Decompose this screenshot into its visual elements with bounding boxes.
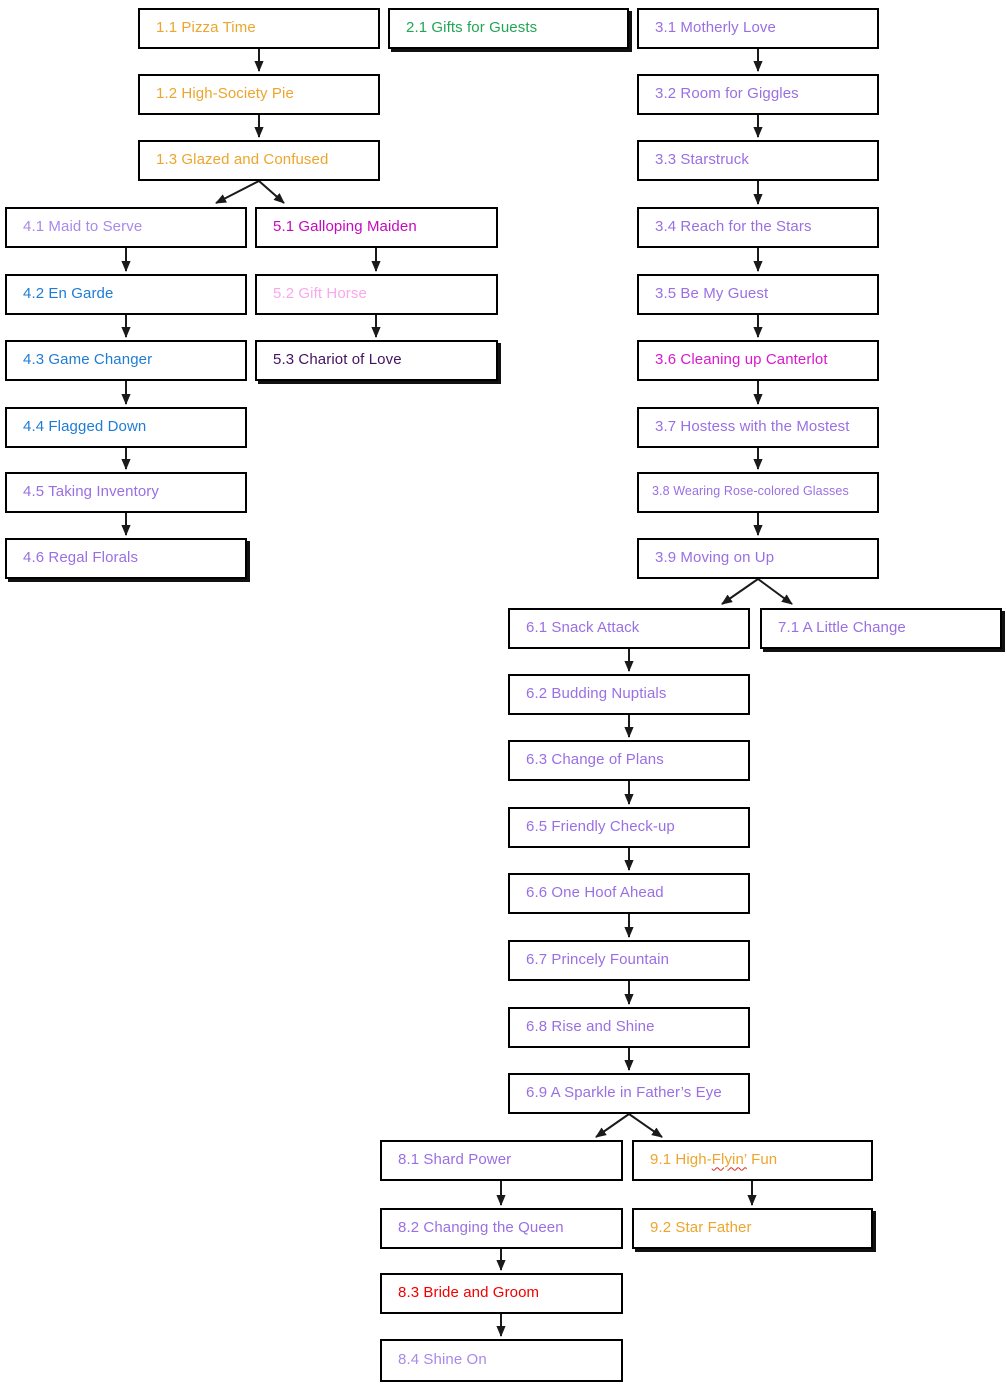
flowchart-node-1.3: 1.3 Glazed and Confused [138,140,380,181]
node-label: 3.6 Cleaning up Canterlot [655,350,828,368]
flowchart-node-6.9: 6.9 A Sparkle in Father’s Eye [508,1073,750,1114]
flowchart-node-3.6: 3.6 Cleaning up Canterlot [637,340,879,381]
node-label: 8.2 Changing the Queen [398,1218,564,1236]
node-label: 8.4 Shine On [398,1350,487,1368]
node-label: 1.1 Pizza Time [156,18,256,36]
flowchart-node-8.3: 8.3 Bride and Groom [380,1273,623,1314]
flowchart-node-8.4: 8.4 Shine On [380,1339,623,1382]
node-label: 4.6 Regal Florals [23,548,139,566]
node-label: 4.3 Game Changer [23,350,153,368]
node-label: 5.3 Chariot of Love [273,350,402,368]
node-label: 2.1 Gifts for Guests [406,18,538,36]
node-label: 9.1 High-Flyin’ Fun [650,1150,778,1168]
node-label: 8.3 Bride and Groom [398,1283,540,1301]
flowchart-node-5.1: 5.1 Galloping Maiden [255,207,498,248]
flowchart-node-5.3: 5.3 Chariot of Love [255,340,498,381]
flowchart-node-6.8: 6.8 Rise and Shine [508,1007,750,1048]
arrow-3.9-to-7.1 [757,578,793,605]
flowchart-node-9.2: 9.2 Star Father [632,1208,873,1249]
node-label: 3.2 Room for Giggles [655,84,799,102]
node-label: 6.2 Budding Nuptials [526,684,667,702]
node-label: 3.1 Motherly Love [655,18,776,36]
node-label: 5.1 Galloping Maiden [273,217,417,235]
spellcheck-squiggle-word: Flyin’ [711,1150,747,1168]
arrow-6.9-to-8.1 [595,1113,630,1138]
flowchart-node-4.5: 4.5 Taking Inventory [5,472,247,513]
flowchart-node-4.4: 4.4 Flagged Down [5,407,247,448]
flowchart-node-3.3: 3.3 Starstruck [637,140,879,181]
flowchart-node-7.1: 7.1 A Little Change [760,608,1002,649]
flowchart-node-6.1: 6.1 Snack Attack [508,608,750,649]
node-label: 5.2 Gift Horse [273,284,367,302]
flowchart-node-8.1: 8.1 Shard Power [380,1140,623,1181]
node-label: 3.8 Wearing Rose-colored Glasses [652,484,849,498]
arrow-3.9-to-6.1 [721,578,759,605]
flowchart-node-3.7: 3.7 Hostess with the Mostest [637,407,879,448]
flowchart-node-4.1: 4.1 Maid to Serve [5,207,247,248]
flowchart-node-3.5: 3.5 Be My Guest [637,274,879,315]
flowchart-node-5.2: 5.2 Gift Horse [255,274,498,315]
node-label: 4.1 Maid to Serve [23,217,143,235]
flowchart-node-4.6: 4.6 Regal Florals [5,538,247,579]
flowchart-node-8.2: 8.2 Changing the Queen [380,1208,623,1249]
node-label: 3.5 Be My Guest [655,284,769,302]
node-label: 4.5 Taking Inventory [23,482,159,500]
node-label: 3.3 Starstruck [655,150,749,168]
flowchart-node-6.6: 6.6 One Hoof Ahead [508,873,750,914]
node-label: 3.9 Moving on Up [655,548,775,566]
node-label: 6.5 Friendly Check-up [526,817,675,835]
node-label: 4.4 Flagged Down [23,417,147,435]
flowchart-node-6.7: 6.7 Princely Fountain [508,940,750,981]
flowchart-node-3.8: 3.8 Wearing Rose-colored Glasses [637,472,879,513]
flowchart-node-6.3: 6.3 Change of Plans [508,740,750,781]
flowchart-node-6.2: 6.2 Budding Nuptials [508,674,750,715]
node-label: 6.7 Princely Fountain [526,950,670,968]
node-label: 8.1 Shard Power [398,1150,512,1168]
node-label: 3.4 Reach for the Stars [655,217,812,235]
flowchart-node-3.2: 3.2 Room for Giggles [637,74,879,115]
node-label: 6.9 A Sparkle in Father’s Eye [526,1083,722,1101]
node-label: 1.2 High-Society Pie [156,84,294,102]
flowchart-node-3.4: 3.4 Reach for the Stars [637,207,879,248]
node-label: 6.3 Change of Plans [526,750,664,768]
arrow-6.9-to-9.1 [628,1113,663,1138]
flowchart-node-4.2: 4.2 En Garde [5,274,247,315]
node-label: 7.1 A Little Change [778,618,906,636]
flowchart-node-9.1: 9.1 High-Flyin’ Fun [632,1140,873,1181]
arrow-1.3-to-4.1 [215,180,260,204]
arrow-1.3-to-5.1 [258,180,285,204]
flowchart-node-2.1: 2.1 Gifts for Guests [388,8,629,49]
flowchart-node-6.5: 6.5 Friendly Check-up [508,807,750,848]
node-label: 6.8 Rise and Shine [526,1017,655,1035]
node-label: 6.6 One Hoof Ahead [526,883,664,901]
flowchart-node-1.2: 1.2 High-Society Pie [138,74,380,115]
node-label: 9.2 Star Father [650,1218,752,1236]
flowchart-node-3.9: 3.9 Moving on Up [637,538,879,579]
node-label: 6.1 Snack Attack [526,618,640,636]
node-label: 1.3 Glazed and Confused [156,150,329,168]
flowchart-node-4.3: 4.3 Game Changer [5,340,247,381]
flowchart-node-1.1: 1.1 Pizza Time [138,8,380,49]
node-label: 4.2 En Garde [23,284,114,302]
flowchart-node-3.1: 3.1 Motherly Love [637,8,879,49]
node-label: 3.7 Hostess with the Mostest [655,417,850,435]
